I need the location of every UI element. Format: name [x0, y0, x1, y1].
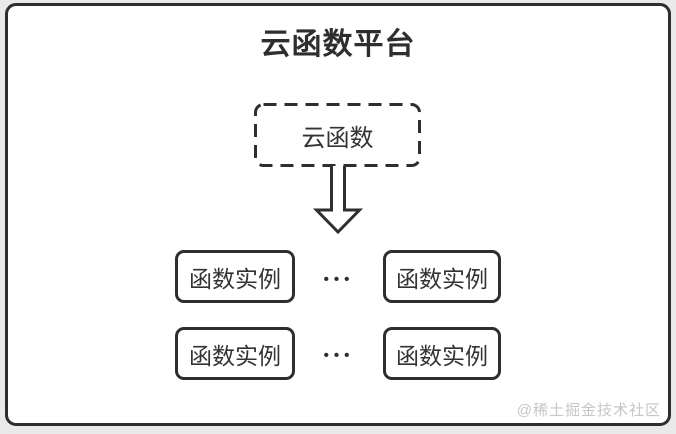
function-instance-label: 函数实例: [396, 342, 488, 369]
dashed-border: [254, 103, 421, 167]
function-instance-node: 函数实例: [175, 327, 295, 380]
cloud-function-node: 云函数: [254, 103, 421, 167]
function-instance-label: 函数实例: [396, 265, 488, 292]
function-instance-label: 函数实例: [189, 342, 281, 369]
ellipsis-icon: •••: [323, 271, 355, 288]
diagram-title: 云函数平台: [260, 28, 416, 61]
function-instance-node: 函数实例: [175, 250, 295, 303]
watermark: @稀土掘金技术社区: [516, 402, 661, 419]
ellipsis-icon: •••: [323, 347, 355, 364]
cloud-function-label: 云函数: [301, 124, 374, 152]
down-arrow-icon: [312, 166, 364, 236]
function-instance-label: 函数实例: [189, 265, 281, 292]
function-instance-node: 函数实例: [383, 327, 501, 380]
function-instance-node: 函数实例: [383, 250, 501, 303]
